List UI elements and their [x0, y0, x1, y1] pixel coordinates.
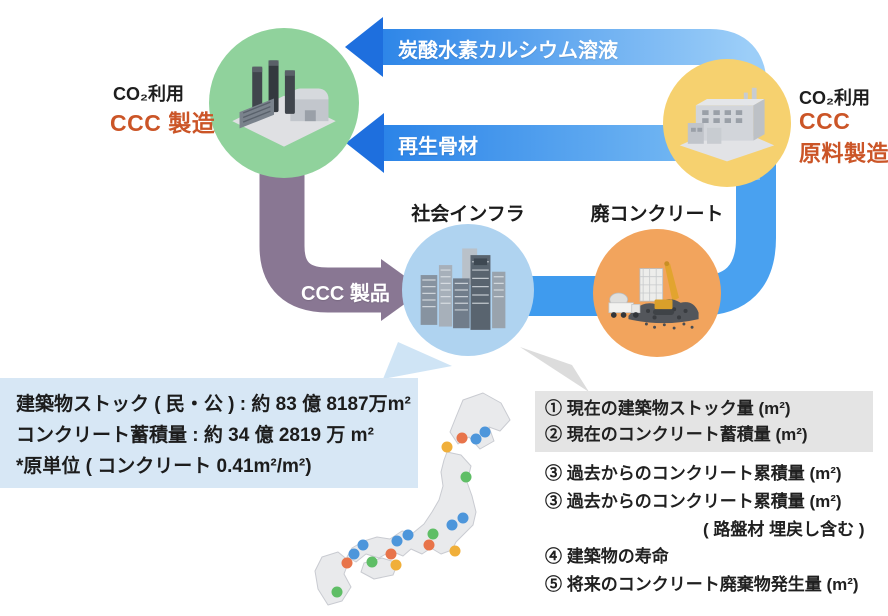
- city-dot: [479, 426, 491, 438]
- stock-line-2: コンクリート蓄積量 : 約 34 億 2819 万 m²: [16, 425, 374, 446]
- product-band: [259, 95, 383, 313]
- node-ccc-manufacturing: [209, 28, 359, 178]
- raw-material-factory-illustration: [679, 87, 775, 162]
- product-arrow-label: CCC 製品: [301, 283, 390, 305]
- ccc-raw-material-title-line2: 原料製造: [799, 141, 888, 166]
- city-dot: [341, 557, 353, 569]
- waste-concrete-label: 廃コンクリート: [590, 204, 724, 225]
- highlight-item-2: ② 現在のコンクリート蓄積量 (m²): [545, 425, 808, 444]
- co2-use-label-left: CO₂利用: [113, 84, 184, 104]
- building-stock-box: 建築物ストック ( 民・公 ) : 約 83 億 8187万m² コンクリート蓄…: [0, 378, 418, 488]
- city-dot: [348, 548, 360, 560]
- city-dot: [460, 471, 472, 483]
- city-dot: [457, 512, 469, 524]
- highlight-item-1: ① 現在の建築物ストック量 (m²): [545, 399, 791, 418]
- list-item-3b-note: ( 路盤材 埋戻し含む ): [703, 520, 865, 539]
- japan-map-svg: [314, 392, 511, 606]
- callout-triangle-highlight: [520, 347, 589, 392]
- city-dot: [391, 535, 403, 547]
- demolition-illustration: [608, 261, 699, 330]
- city-dot: [427, 528, 439, 540]
- infrastructure-label: 社会インフラ: [411, 204, 525, 225]
- list-item-4: ④ 建築物の寿命: [545, 547, 669, 566]
- co2-use-label-right: CO₂利用: [799, 88, 870, 108]
- aggregate-arrow-label: 再生骨材: [398, 136, 478, 158]
- stock-line-3: *原単位 ( コンクリート 0.41m²/m²): [16, 456, 312, 477]
- node-waste-concrete: [593, 229, 721, 357]
- solution-arrow-label: 炭酸水素カルシウム溶液: [398, 40, 618, 62]
- city-dot: [456, 432, 468, 444]
- aggregate-arrowhead: [346, 113, 384, 173]
- current-values-box: ① 現在の建築物ストック量 (m²) ② 現在のコンクリート蓄積量 (m²): [535, 391, 873, 452]
- city-dot: [385, 548, 397, 560]
- city-dot: [449, 545, 461, 557]
- stock-line-1: 建築物ストック ( 民・公 ) : 約 83 億 8187万m²: [16, 394, 411, 415]
- node-ccc-raw-material: [663, 59, 791, 187]
- ccc-manufacturing-title: CCC 製造: [110, 110, 216, 136]
- callout-triangle-stock: [383, 342, 452, 379]
- map-dots: [331, 426, 491, 598]
- honshu-shape: [346, 451, 477, 563]
- list-item-3b: ③ 過去からのコンクリート累積量 (m²): [545, 492, 842, 511]
- city-dot: [366, 556, 378, 568]
- list-item-5: ⑤ 将来のコンクリート廃棄物発生量 (m²): [545, 575, 859, 594]
- city-dot: [446, 519, 458, 531]
- list-item-3a: ③ 過去からのコンクリート累積量 (m²): [545, 464, 842, 483]
- ccc-raw-material-title-line1: CCC: [799, 108, 851, 134]
- city-dot: [470, 433, 482, 445]
- city-dot: [331, 586, 343, 598]
- city-dot: [402, 529, 414, 541]
- city-dot: [390, 559, 402, 571]
- city-dot: [441, 441, 453, 453]
- city-dot: [357, 539, 369, 551]
- node-infrastructure: [402, 224, 534, 356]
- city-illustration: [420, 248, 506, 330]
- japan-map: [305, 390, 520, 616]
- city-dot: [423, 539, 435, 551]
- solution-arrowhead: [345, 17, 383, 77]
- factory-illustration: [232, 60, 336, 147]
